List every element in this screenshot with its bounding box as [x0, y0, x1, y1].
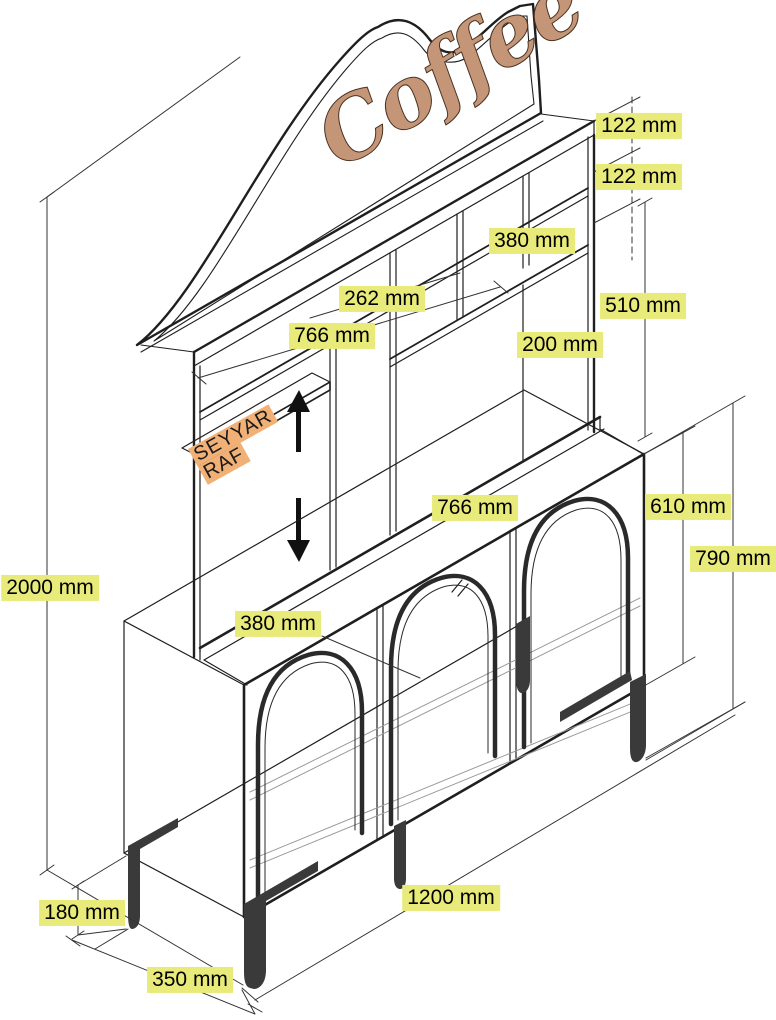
hutch-shelving — [181, 119, 644, 686]
middle-front-leg — [394, 820, 406, 889]
dim-cabinet-body-height: 610 mm — [645, 493, 731, 521]
dim-top-shelf-gap-2: 122 mm — [596, 163, 682, 191]
arched-door-outlines — [255, 496, 631, 904]
dim-counter-depth: 380 mm — [235, 610, 321, 638]
rear-left-leg — [128, 818, 178, 929]
front-left-leg — [244, 861, 318, 989]
cabinet-legs — [128, 616, 646, 989]
dim-leg-height: 180 mm — [39, 899, 125, 927]
front-right-leg — [560, 671, 646, 763]
dim-overall-width: 1200 mm — [402, 884, 500, 912]
dim-hutch-inner-width: 766 mm — [289, 322, 375, 350]
rear-right-leg — [516, 616, 530, 694]
dim-cabinet-total-height: 790 mm — [690, 545, 776, 573]
shelf-down-arrow-icon — [287, 498, 310, 562]
dim-overall-height: 2000 mm — [1, 574, 99, 602]
coffee-signage-text: Coffee — [299, 0, 599, 187]
dim-overall-depth: 350 mm — [147, 966, 233, 994]
pediment-arch — [135, 2, 595, 353]
dim-upper-section-height: 510 mm — [600, 292, 686, 320]
dim-middle-compartment-width: 262 mm — [339, 285, 425, 313]
dim-upper-right-compartment: 380 mm — [489, 227, 575, 255]
dim-right-compartment-depth: 200 mm — [517, 331, 603, 359]
dim-lower-inner-width: 766 mm — [432, 494, 518, 522]
dim-top-shelf-gap-1: 122 mm — [596, 112, 682, 140]
shelf-up-arrow-icon — [287, 390, 310, 452]
